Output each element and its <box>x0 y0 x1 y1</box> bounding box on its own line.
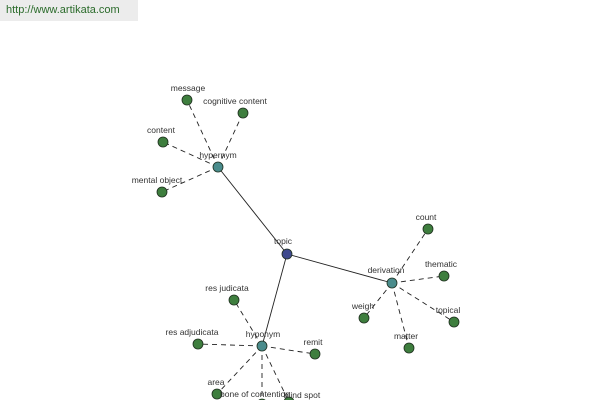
hub-label-derivation: derivation <box>368 265 405 275</box>
hub-node-hypernym[interactable] <box>212 161 224 173</box>
edge-hyponym-blind-spot <box>261 345 289 400</box>
leaf-label-bone-of-contention: bone of contention <box>220 389 290 399</box>
edge-hyponym-res-adjudicata <box>197 343 263 347</box>
edge-topic-hyponym <box>261 253 288 347</box>
leaf-label-blind-spot: blind spot <box>284 390 321 400</box>
leaf-label-topical: topical <box>436 305 461 315</box>
leaf-node-matter[interactable] <box>403 342 415 354</box>
url-banner: http://www.artikata.com <box>0 0 138 21</box>
url-link[interactable]: http://www.artikata.com <box>6 4 120 16</box>
leaf-label-thematic: thematic <box>425 259 458 269</box>
leaf-node-message[interactable] <box>181 94 193 106</box>
edge-hyponym-area <box>216 345 263 395</box>
leaf-label-area: area <box>207 377 224 387</box>
edge-hypernym-message <box>186 99 219 168</box>
edge-hypernym-mental-object <box>161 166 219 193</box>
leaf-node-count[interactable] <box>422 223 434 235</box>
leaf-label-content: content <box>147 125 176 135</box>
leaf-label-matter: matter <box>394 331 418 341</box>
leaf-label-cognitive-content: cognitive content <box>203 96 267 106</box>
edge-derivation-weigh <box>363 282 393 319</box>
leaf-node-content[interactable] <box>157 136 169 148</box>
edge-derivation-topical <box>391 282 455 323</box>
edge-topic-derivation <box>286 253 393 284</box>
leaf-node-thematic[interactable] <box>438 270 450 282</box>
leaf-node-blind-spot[interactable] <box>283 396 295 400</box>
leaf-node-res-adjudicata[interactable] <box>192 338 204 350</box>
hub-label-hypernym: hypernym <box>199 150 236 160</box>
edge-derivation-matter <box>391 282 410 349</box>
edge-hyponym-remit <box>261 345 316 355</box>
leaf-node-weigh[interactable] <box>358 312 370 324</box>
leaf-node-remit[interactable] <box>309 348 321 360</box>
leaf-label-remit: remit <box>304 337 324 347</box>
leaf-label-res-adjudicata: res adjudicata <box>166 327 219 337</box>
leaf-label-message: message <box>171 83 206 93</box>
leaf-label-mental-object: mental object <box>132 175 183 185</box>
leaf-node-cognitive-content[interactable] <box>237 107 249 119</box>
leaf-label-count: count <box>416 212 437 222</box>
root-label-topic: topic <box>274 236 293 246</box>
hub-node-derivation[interactable] <box>386 277 398 289</box>
leaf-node-topical[interactable] <box>448 316 460 328</box>
leaf-node-res-judicata[interactable] <box>228 294 240 306</box>
root-node-topic[interactable] <box>281 248 293 260</box>
leaf-node-mental-object[interactable] <box>156 186 168 198</box>
edge-hyponym-res-judicata <box>233 299 263 347</box>
edge-derivation-count <box>391 228 429 284</box>
leaf-label-weigh: weigh <box>351 301 374 311</box>
edge-hypernym-cognitive-content <box>217 112 244 168</box>
edge-derivation-thematic <box>391 275 445 284</box>
leaf-node-area[interactable] <box>211 388 223 400</box>
edge-hypernym-content <box>162 141 219 168</box>
hub-label-hyponym: hyponym <box>246 329 281 339</box>
leaf-label-res-judicata: res judicata <box>205 283 249 293</box>
edge-topic-hypernym <box>217 166 288 255</box>
hub-node-hyponym[interactable] <box>256 340 268 352</box>
